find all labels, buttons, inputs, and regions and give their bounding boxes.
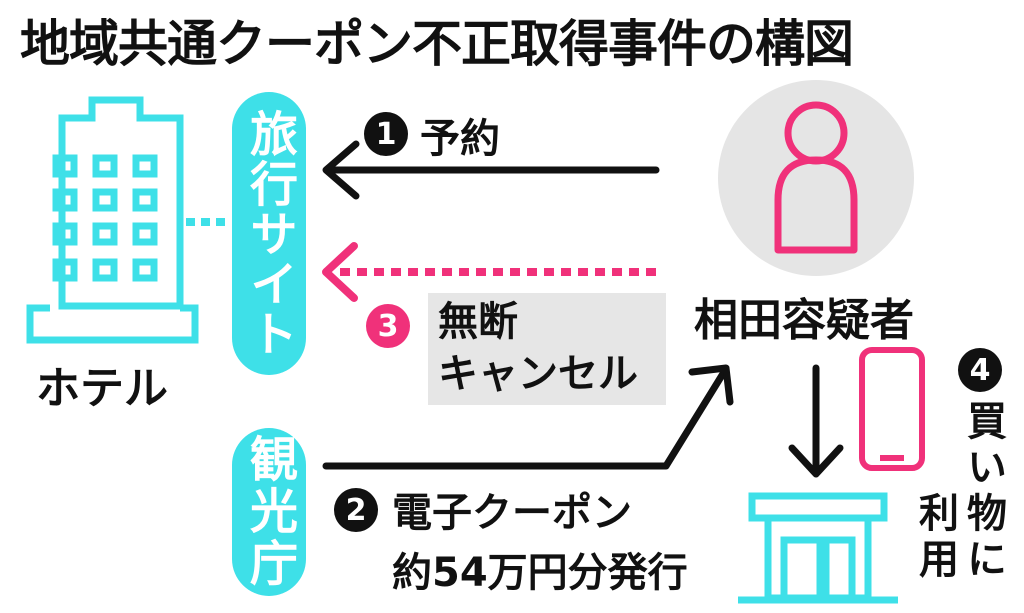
person-icon <box>774 101 858 254</box>
step-2-number: 2 <box>345 492 367 528</box>
tourism-agency-pill: 観光庁 <box>232 428 306 596</box>
step-3-label-line1: 無断 <box>438 299 518 345</box>
diagram-title: 地域共通クーポン不正取得事件の構図 <box>20 15 854 73</box>
arrow-cancellation <box>322 242 656 302</box>
step-1-number: 1 <box>375 116 397 152</box>
step-3-number: 3 <box>377 308 399 344</box>
hotel-building-icon <box>26 96 199 344</box>
step-4-number: 4 <box>969 352 991 388</box>
step-3-label-line2: キャンセル <box>438 351 638 397</box>
step-3-label: 無断 キャンセル <box>438 296 638 400</box>
step-2-label-line1: 電子クーポン <box>392 490 632 536</box>
smartphone-icon <box>859 347 925 471</box>
arrow-reservation <box>322 140 660 200</box>
step-4-label-col1: 買い物に <box>960 400 1006 584</box>
arrow-shopping <box>788 364 844 478</box>
step-4-badge: 4 <box>958 348 1002 392</box>
person-background <box>718 80 914 276</box>
step-3-badge: 3 <box>366 304 410 348</box>
suspect-label: 相田容疑者 <box>694 295 914 346</box>
step-2-badge: 2 <box>334 488 378 532</box>
hotel-label: ホテル <box>36 363 168 414</box>
step-4-label-col2: 利用 <box>912 492 958 584</box>
step-1-badge: 1 <box>364 112 408 156</box>
travel-site-pill: 旅行サイト <box>232 92 306 375</box>
shop-icon <box>738 492 898 604</box>
travel-site-label: 旅行サイト <box>241 108 297 359</box>
step-2-label-line2: 約54万円分発行 <box>392 550 688 596</box>
tourism-agency-label: 観光庁 <box>241 434 297 590</box>
cancel-label-box <box>428 293 666 405</box>
arrow-coupon <box>322 364 734 470</box>
step-1-label: 予約 <box>420 116 500 162</box>
